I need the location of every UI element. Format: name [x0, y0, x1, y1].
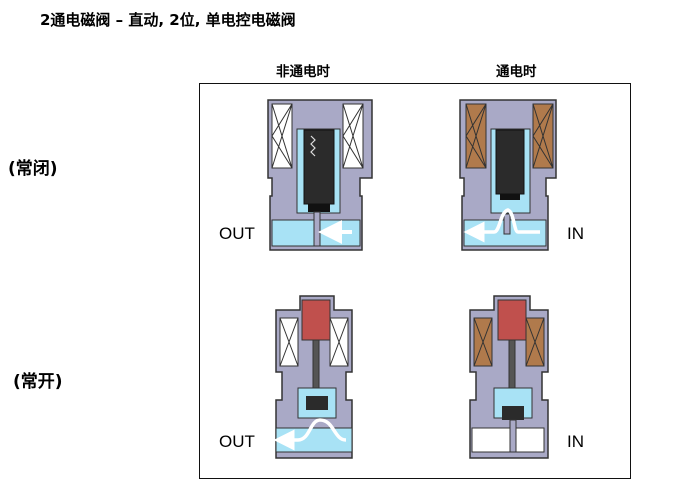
- valve-nc-energized: [459, 99, 557, 251]
- port-label-no-off: OUT: [219, 432, 255, 451]
- row-label-normally-closed: (常闭): [8, 159, 58, 179]
- diagram-frame: [199, 83, 631, 479]
- valve-no-energized: [469, 295, 549, 459]
- diagram-title: 2通电磁阀 – 直动, 2位, 单电控电磁阀: [40, 11, 296, 29]
- port-label-no-on: IN: [567, 432, 584, 451]
- valve-no-deenergized: [273, 295, 353, 459]
- column-header-deenergized: 非通电时: [276, 64, 330, 80]
- valve-nc-deenergized: [267, 99, 373, 251]
- row-label-normally-open: (常开): [13, 372, 63, 392]
- column-header-energized: 通电时: [496, 64, 537, 80]
- port-label-nc-on: IN: [567, 224, 584, 243]
- port-label-nc-off: OUT: [219, 224, 255, 243]
